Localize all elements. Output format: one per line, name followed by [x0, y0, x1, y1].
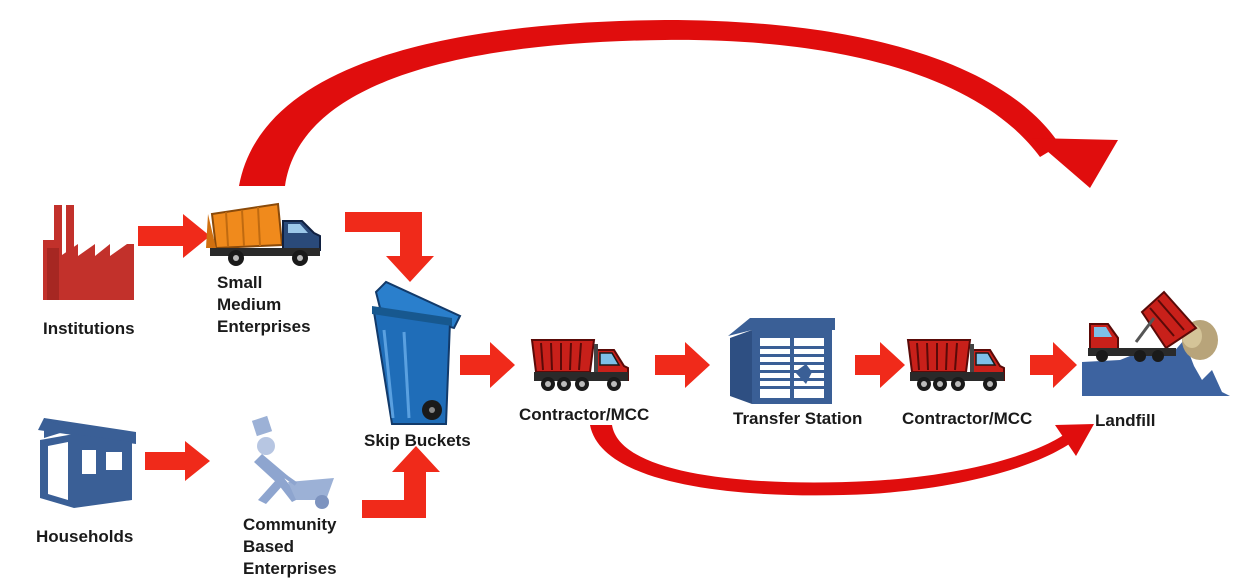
label-sme-line-2: Medium [217, 295, 282, 314]
arrow-households-to-cbe [145, 441, 210, 481]
label-contractor-2: Contractor/MCC [902, 409, 1033, 428]
label-cbe-line-1: Community [243, 515, 337, 534]
label-sme-line-3: Enterprises [217, 317, 311, 336]
label-cbe-line-2: Based [243, 537, 295, 556]
top-curved-arrowhead [1032, 138, 1118, 188]
label-cbe-line-3: Enterprises [243, 559, 337, 578]
label-sme: Small Medium Enterprises [217, 272, 311, 338]
top-curved-arrow [239, 20, 1060, 186]
label-skip-buckets: Skip Buckets [364, 431, 471, 450]
arrow-transfer-to-contractor2 [855, 342, 905, 388]
dump-truck-icon-2 [907, 339, 1005, 392]
arrow-contractor-to-transfer [655, 342, 710, 388]
garbage-truck-icon [206, 202, 321, 266]
arrow-contractor2-to-landfill [1030, 342, 1077, 388]
house-icon [38, 418, 136, 508]
bottom-curved-arrow [590, 425, 1075, 496]
bottom-curved-arrowhead [1055, 424, 1094, 456]
label-cbe: Community Based Enterprises [243, 514, 337, 580]
label-transfer-station: Transfer Station [733, 409, 863, 428]
factory-icon [43, 205, 134, 300]
arrow-institutions-to-sme [138, 214, 210, 258]
transfer-station-icon [728, 318, 835, 404]
dump-truck-icon [531, 339, 629, 392]
wheelie-bin-icon [372, 280, 462, 425]
arrow-sme-to-skip [345, 212, 434, 282]
label-households: Households [36, 527, 134, 546]
arrow-cbe-to-skip [362, 446, 440, 518]
label-landfill: Landfill [1095, 411, 1156, 430]
label-sme-line-1: Small [217, 273, 263, 292]
label-institutions: Institutions [43, 319, 135, 338]
landfill-dump-icon [1082, 290, 1230, 396]
label-contractor-1: Contractor/MCC [519, 405, 650, 424]
arrow-skip-to-contractor [460, 342, 515, 388]
wheelbarrow-worker-icon [251, 415, 334, 509]
